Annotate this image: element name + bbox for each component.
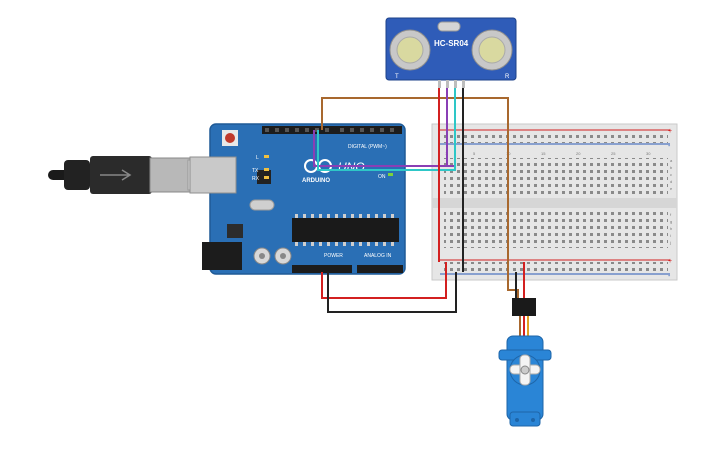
receiver-transducer [471, 29, 513, 71]
on-led-label: ON [378, 174, 386, 180]
row-label-b: b [670, 165, 673, 170]
sensor-t-label: T [395, 74, 399, 80]
row-label-a: a [670, 158, 673, 163]
wire-black-gnd[interactable] [327, 272, 457, 313]
col-num-15: 15 [541, 151, 546, 156]
digital-label: DIGITAL (PWM~) [348, 144, 387, 150]
breadboard-lower-grid-holes[interactable] [444, 212, 668, 248]
chip-pins [295, 214, 394, 246]
breadboard-minus-top: - [668, 143, 671, 150]
breadboard-top-rail-holes[interactable] [444, 133, 668, 143]
sensor-pins[interactable] [438, 80, 465, 88]
row-label-i: i [670, 233, 671, 238]
servo-connector[interactable] [512, 298, 536, 316]
arduino-brand-text: ARDUINO [302, 178, 330, 184]
row-label-g: g [670, 219, 672, 224]
wire-purple[interactable] [313, 130, 454, 167]
col-num-20: 20 [576, 151, 581, 156]
power-jack [202, 242, 242, 270]
breadboard-bottom-rail-holes[interactable] [444, 262, 668, 272]
row-label-h: h [670, 226, 672, 231]
transmitter-transducer [389, 29, 431, 71]
row-label-e: e [670, 186, 673, 191]
wire-brown-signal[interactable] [321, 97, 519, 300]
tx-led-label: TX [252, 168, 259, 174]
arduino-uno-board[interactable]: ARDUINO UNO DIGITAL (PWM~) POWER ANALOG … [189, 123, 406, 275]
breadboard[interactable]: + - + - a b c d e f g h i j 1 5 10 15 20… [431, 123, 678, 281]
col-num-30: 30 [646, 151, 651, 156]
col-num-5: 5 [473, 151, 476, 156]
breadboard-plus-top: + [668, 128, 672, 135]
breadboard-minus-bottom: - [668, 273, 671, 280]
servo-motor[interactable] [498, 298, 552, 427]
row-label-j: j [669, 240, 671, 245]
wire-red-5v[interactable] [321, 262, 447, 299]
power-label: POWER [324, 253, 343, 259]
sensor-model-label: HC-SR04 [434, 39, 469, 48]
analog-label: ANALOG IN [364, 253, 392, 259]
row-label-c: c [670, 172, 672, 177]
breadboard-plus-bottom: + [668, 258, 672, 265]
row-label-d: d [670, 179, 672, 184]
atmega-chip [292, 218, 399, 242]
row-label-f: f [670, 212, 672, 217]
hc-sr04-sensor[interactable]: HC-SR04 T R [385, 17, 517, 88]
power-header[interactable] [292, 265, 352, 273]
digital-header[interactable] [262, 126, 402, 134]
analog-header[interactable] [357, 265, 403, 273]
sensor-r-label: R [505, 74, 510, 80]
rx-led-label: RX [252, 176, 260, 182]
servo-horn-icon[interactable] [509, 354, 541, 386]
breadboard-upper-grid-holes[interactable] [444, 158, 668, 194]
col-num-25: 25 [611, 151, 616, 156]
l-led-label: L [256, 155, 259, 161]
breadboard-row-labels: a b c d e f g h i j [669, 158, 673, 245]
